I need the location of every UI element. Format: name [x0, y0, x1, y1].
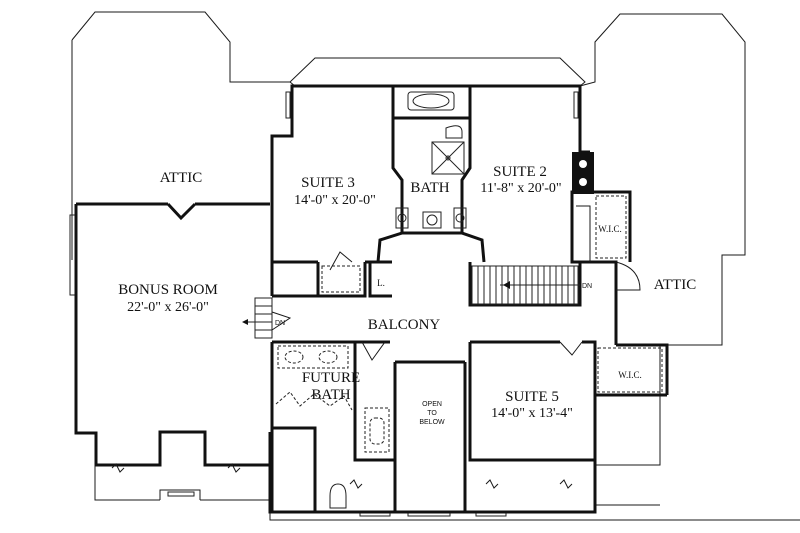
wic-top-label: W.I.C. [598, 224, 621, 234]
attic-door-left [166, 202, 197, 221]
open-below-line2: TO [427, 410, 437, 417]
suite5-dims: 14'-0" x 13'-4" [491, 406, 573, 421]
suite3-name: SUITE 3 [301, 175, 355, 191]
bonus-room-dims: 22'-0" x 26'-0" [127, 300, 209, 315]
stairs [471, 261, 641, 305]
bath-label: BATH [410, 180, 449, 196]
future-bath-fixtures [275, 345, 390, 509]
break-marks [111, 463, 573, 489]
linen-label: L. [377, 278, 385, 288]
suite3-dims: 14'-0" x 20'-0" [294, 193, 376, 208]
interior-walls [270, 86, 667, 512]
bonus-room-name: BONUS ROOM [118, 282, 218, 298]
open-below-line1: OPEN [422, 401, 442, 408]
side-dn-label: DN [275, 320, 285, 327]
closet-shelving [321, 195, 663, 393]
roofline-outline [71, 11, 800, 521]
attic-left-label: ATTIC [160, 170, 203, 186]
future-bath-line2: BATH [311, 387, 350, 403]
bath-fixtures [395, 91, 467, 229]
stair-dn-label: DN [582, 283, 592, 290]
suite2-name: SUITE 2 [493, 164, 547, 180]
wic-bottom-label: W.I.C. [618, 370, 641, 380]
balcony-label: BALCONY [368, 317, 441, 333]
attic-right-label: ATTIC [654, 277, 697, 293]
open-below-line3: BELOW [419, 419, 445, 426]
fireplace [572, 152, 594, 194]
exterior-walls [74, 84, 669, 514]
future-bath-line1: FUTURE [302, 370, 360, 386]
side-stair [242, 297, 292, 339]
suite2-dims: 11'-8" x 20'-0" [480, 181, 561, 196]
suite5-name: SUITE 5 [505, 389, 559, 405]
